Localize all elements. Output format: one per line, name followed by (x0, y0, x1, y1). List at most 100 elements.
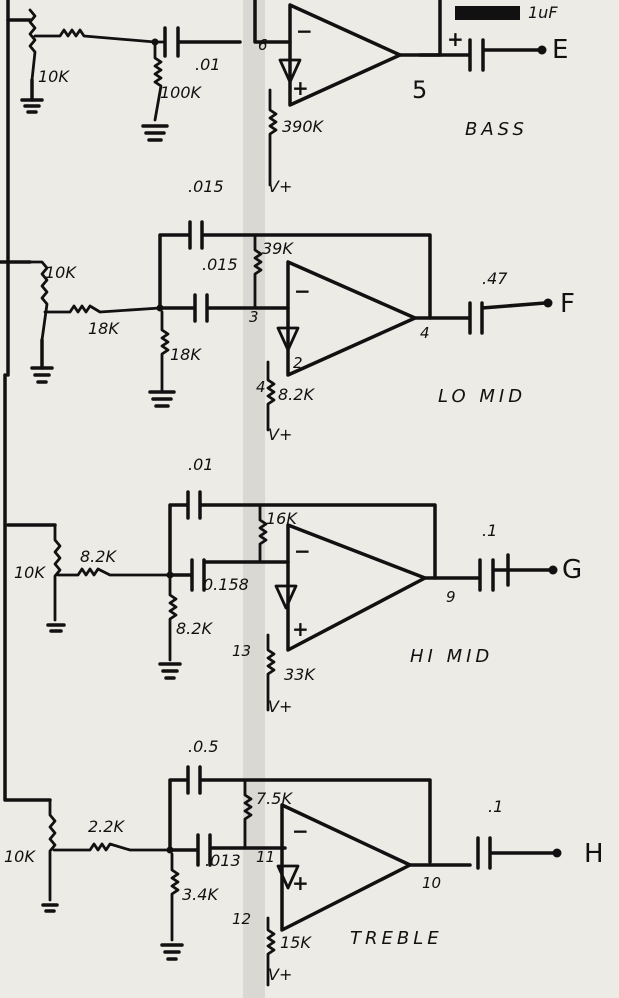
treble-bias-label: 15K (280, 933, 312, 952)
hi-mid-series-resistor (56, 567, 172, 577)
treble-input-cap (168, 833, 287, 867)
treble-out-cap-label: .1 (488, 797, 503, 816)
treble-pot (48, 798, 57, 902)
bass-opamp (288, 3, 402, 107)
treble-series-label: 2.2K (88, 817, 125, 836)
treble-output-cap (408, 836, 557, 870)
treble-feedback-resistor (243, 778, 253, 850)
bass-pot-ground-symbol (20, 98, 44, 114)
bass-input-cap-label: .01 (195, 55, 220, 74)
lo-mid-output-label: F (560, 289, 575, 319)
hi-mid-feedback-cap-label: .01 (188, 455, 213, 474)
hi-mid-diode-marker (274, 584, 298, 610)
bass-plus-sign: + (292, 76, 309, 100)
lo-mid-output-terminal (543, 298, 553, 308)
bass-input-cap (163, 26, 242, 58)
treble-shunt-label: 3.4K (182, 885, 219, 904)
hi-mid-input-cap (168, 558, 290, 592)
lo-mid-series-resistor (43, 304, 162, 314)
hi-mid-feedback-res-label: 16K (266, 509, 298, 528)
bass-output-cap (418, 38, 542, 72)
treble-section: 10K 2.2K .0.5 .013 7.5K 3.4K 11 − + 12 1… (4, 737, 604, 987)
lo-mid-bias-resistor (266, 360, 276, 432)
hi-mid-minus-sign: − (294, 539, 311, 563)
bass-minus-sign: − (296, 19, 313, 43)
bass-output-terminal (537, 45, 547, 55)
treble-feedback-res-label: 7.5K (256, 789, 293, 808)
bass-shunt-ground-symbol (141, 124, 169, 142)
paper-fold-shadow (243, 0, 265, 998)
hi-mid-section-name: HI MID (410, 646, 493, 667)
treble-series-resistor (52, 842, 172, 852)
bass-shunt-resistor (153, 40, 163, 122)
hi-mid-plus-sign: + (292, 617, 309, 641)
lo-mid-pin-bias: 4 (256, 378, 266, 396)
bass-pot-label: 10K (38, 67, 70, 86)
bass-pot (28, 8, 37, 82)
bass-out-cap-label: 1uF (528, 3, 558, 22)
treble-pot-label: 10K (4, 847, 36, 866)
lo-mid-output-cap (413, 301, 547, 335)
hi-mid-output-cap (423, 553, 552, 592)
treble-opamp (280, 803, 412, 932)
hi-mid-output-terminal (548, 565, 558, 575)
hi-mid-feedback-cap (168, 490, 437, 580)
lo-mid-section-name: LO MID (438, 386, 526, 407)
bass-feedback-wire (253, 0, 292, 44)
bass-output-wire (398, 0, 442, 57)
treble-feedback-cap-label: .0.5 (188, 737, 219, 756)
bass-wiper-wire (33, 28, 167, 44)
lo-mid-series-label: 18K (88, 319, 120, 338)
treble-pin-bias: 12 (232, 910, 251, 928)
bass-section-name: BASS (465, 119, 528, 140)
lo-mid-feedback-resistor (253, 233, 263, 310)
hi-mid-bias-resistor (266, 633, 276, 712)
treble-diode-marker (276, 864, 300, 890)
lo-mid-pin-neg: 3 (249, 308, 259, 326)
lo-mid-opamp (286, 260, 417, 377)
treble-pin-out: 10 (422, 874, 441, 892)
treble-pot-ground-symbol (41, 903, 59, 913)
hi-mid-pot-ground-symbol (46, 623, 66, 633)
lo-mid-bias-label: 8.2K (278, 385, 315, 404)
lo-mid-out-cap-label: .47 (482, 269, 508, 288)
lo-mid-pot-ground-symbol (30, 366, 54, 384)
hi-mid-series-label: 8.2K (80, 547, 117, 566)
bass-pin-neg: 6 (258, 36, 268, 54)
hi-mid-section: 10K 8.2K .01 0.158 16K 8.2K − + 13 33K V… (6, 455, 582, 716)
lo-mid-feedback-cap-label: .015 (188, 177, 224, 196)
lo-mid-pot (28, 260, 49, 342)
hi-mid-opamp (286, 523, 427, 652)
treble-shunt-resistor (170, 852, 180, 942)
hi-mid-input-cap-label: 0.158 (203, 575, 249, 594)
treble-pin-neg: 11 (256, 848, 275, 866)
bass-pin-out: 5 (412, 76, 427, 104)
lo-mid-feedback-res-label: 39K (262, 239, 294, 258)
treble-section-name: TREBLE (350, 928, 443, 949)
treble-output-label: H (584, 839, 604, 869)
treble-minus-sign: − (292, 819, 309, 843)
lo-mid-diode-marker (276, 326, 300, 352)
lo-mid-supply-label: V+ (268, 425, 292, 444)
bass-output-label: E (552, 35, 568, 65)
hi-mid-shunt-label: 8.2K (176, 619, 213, 638)
lo-mid-shunt-ground-symbol (148, 390, 176, 408)
input-bus-lower (3, 373, 52, 802)
lo-mid-feedback-cap (158, 220, 432, 320)
hi-mid-output-label: G (562, 555, 582, 585)
lo-mid-section: 10K 18K .015 .015 39K 18K 3 2 4 − 8.2K V… (28, 177, 575, 444)
hi-mid-supply-label: V+ (268, 697, 292, 716)
hi-mid-bias-label: 33K (284, 665, 316, 684)
hi-mid-pot (53, 523, 62, 622)
lo-mid-pin-pos: 2 (293, 354, 303, 372)
treble-shunt-ground-symbol (160, 943, 184, 961)
treble-feedback-cap (168, 765, 432, 864)
bass-shunt-label: 100K (160, 83, 203, 102)
lo-mid-input-cap (158, 293, 290, 323)
treble-plus-sign: + (292, 871, 309, 895)
hi-mid-shunt-ground-symbol (158, 662, 182, 680)
treble-input-cap-label: .013 (205, 851, 241, 870)
hi-mid-out-cap-label: .1 (482, 521, 497, 540)
